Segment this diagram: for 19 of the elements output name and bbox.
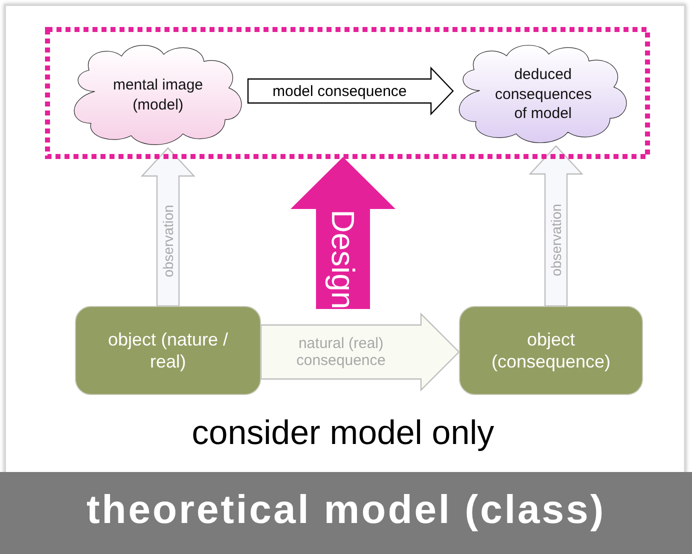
cloud-text: deduced consequences of model bbox=[495, 64, 591, 124]
edge-label: model consequence bbox=[272, 82, 407, 100]
cloud-text: mental image (model) bbox=[112, 76, 204, 114]
object-box bbox=[459, 306, 643, 395]
block-arrow bbox=[247, 66, 454, 116]
box-text: object (consequence) bbox=[490, 328, 612, 373]
edge-label: natural (real) consequence bbox=[295, 334, 387, 369]
title: theoretical model (class) bbox=[85, 488, 607, 533]
box-text: object (nature / real) bbox=[106, 328, 230, 373]
object-box bbox=[75, 306, 261, 395]
edge-label: observation bbox=[548, 204, 564, 276]
dashed-group-frame bbox=[45, 27, 650, 159]
block-arrow bbox=[290, 157, 396, 309]
note-text: consider model only bbox=[190, 414, 496, 453]
edge-label: Design bbox=[324, 209, 362, 309]
block-arrow bbox=[140, 147, 196, 307]
block-arrow bbox=[260, 312, 460, 392]
block-arrow bbox=[528, 145, 584, 307]
edge-label: observation bbox=[160, 204, 176, 278]
